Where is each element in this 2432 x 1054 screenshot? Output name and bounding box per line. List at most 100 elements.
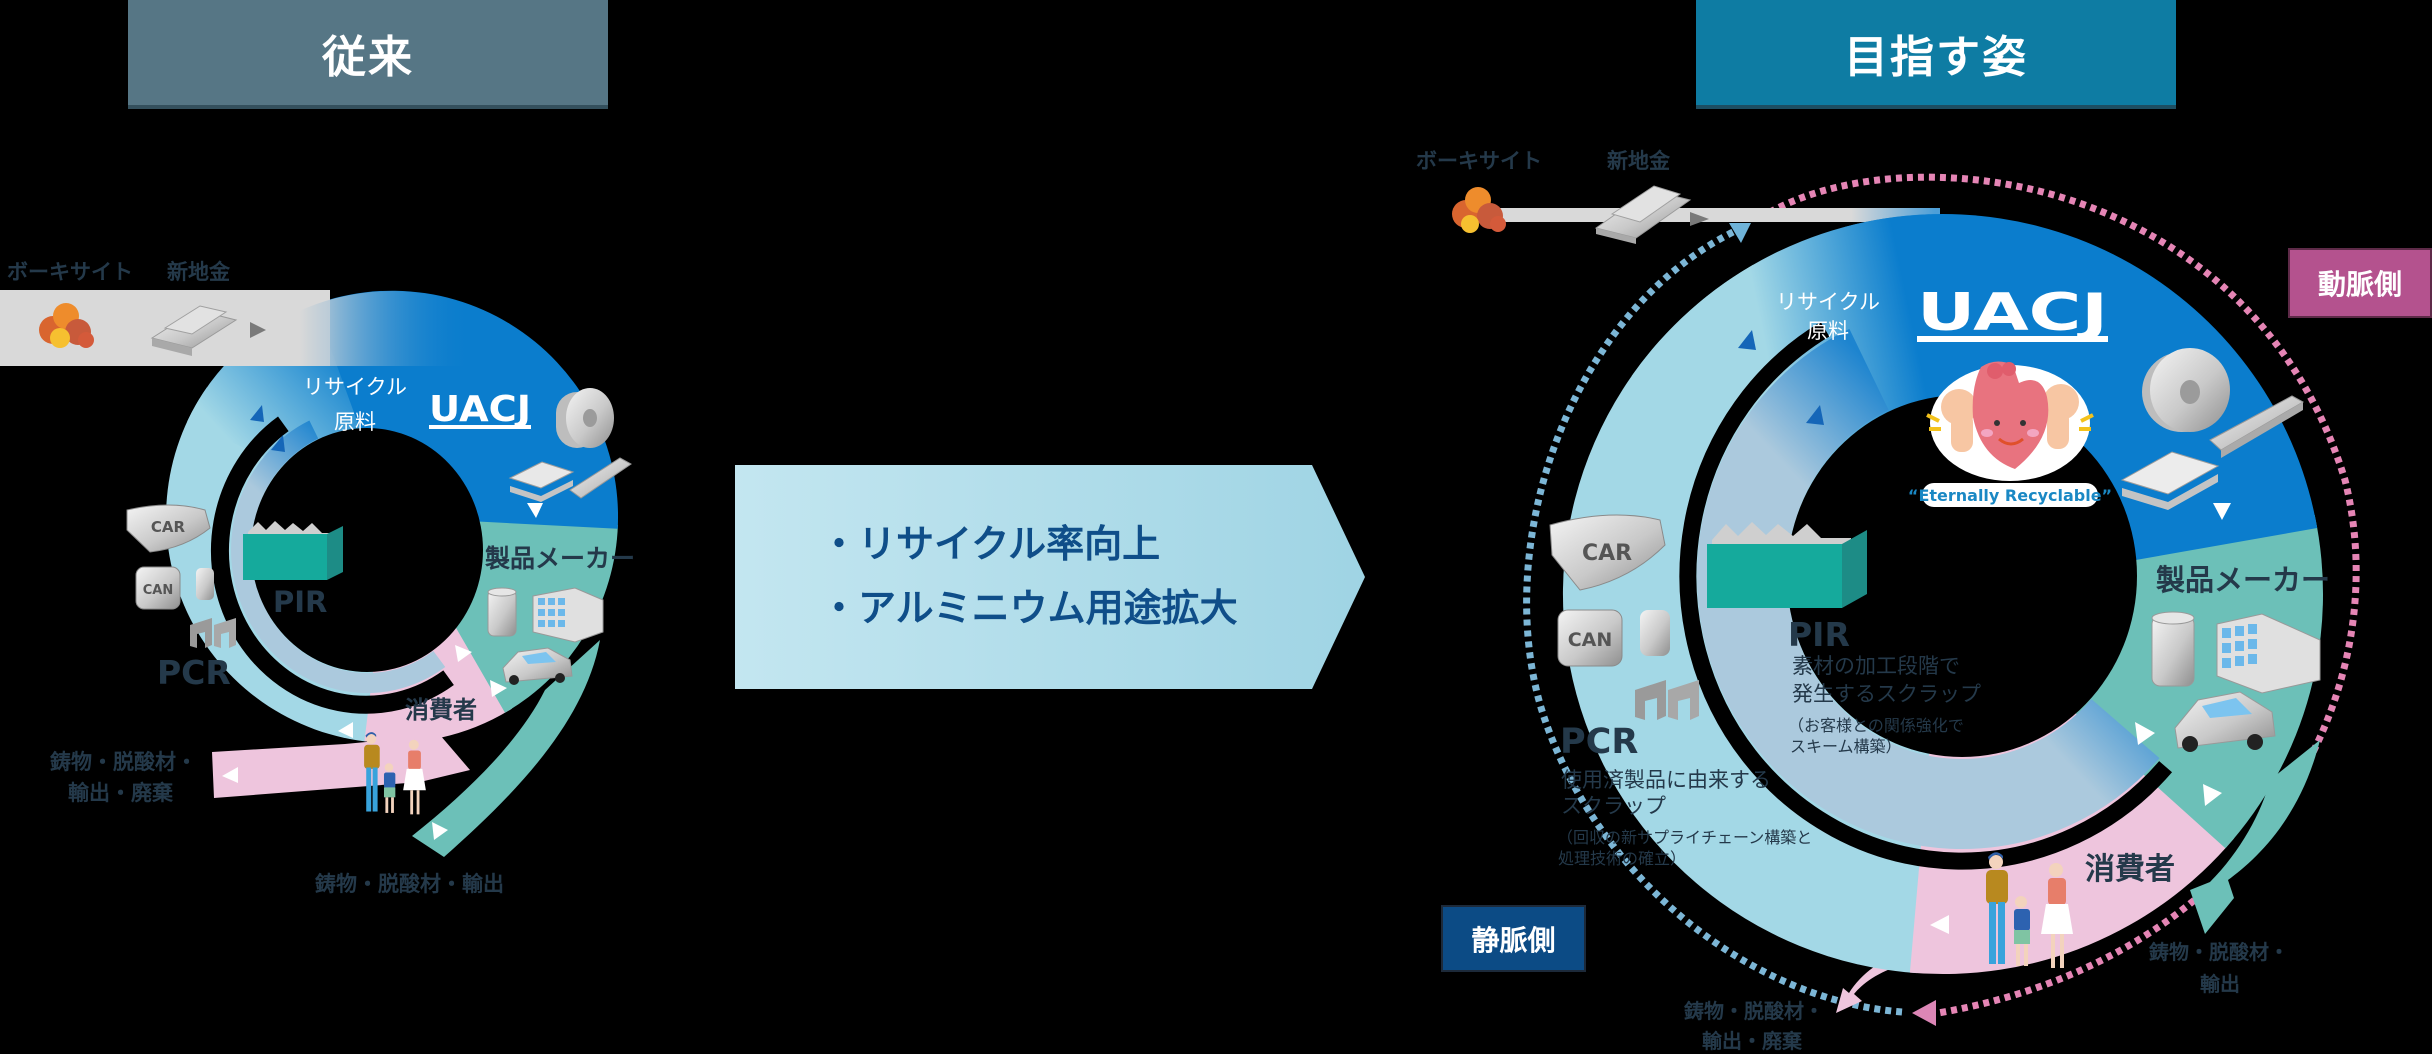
flow-arrow-icon: [455, 645, 472, 662]
flow-arrow-icon: [1806, 405, 1824, 425]
flow-arrow-icon: [490, 680, 507, 697]
ingot-icon: [1594, 185, 1692, 244]
coil-icon: [2142, 348, 2230, 432]
pcr-label: PCR: [1560, 722, 1639, 762]
flow-arrow-icon: [2203, 784, 2222, 806]
manufacturer-exit-label-line2: 輸出: [2200, 972, 2240, 996]
svg-text:UACJ: UACJ: [429, 389, 531, 430]
flow-arrow-icon: [1930, 915, 1949, 934]
consumer-label: 消費者: [405, 696, 477, 724]
recycle-label-line1: リサイクル: [1776, 290, 1880, 314]
arterial-side-badge: 動脈側: [2288, 248, 2432, 318]
new-ingot-label: 新地金: [1607, 149, 1670, 173]
pcr-note-line2: 処理技術の確立）: [1558, 849, 1687, 868]
pir-description-line2: 発生するスクラップ: [1792, 682, 1981, 706]
building-icon: [532, 587, 604, 643]
flow-arrow-icon: [338, 722, 353, 738]
transition-arrow-shape: [735, 465, 1365, 689]
sheet-stack-icon: [2120, 451, 2220, 510]
manufacturer-exit-label-line1: 鋳物・脱酸材・: [2149, 940, 2289, 964]
consumer-label: 消費者: [2085, 852, 2175, 887]
building-icon: [2216, 613, 2321, 694]
profile-scrap-icon: [1635, 680, 1699, 720]
heading-conventional: 従来: [128, 0, 608, 109]
beverage-can-icon: [2151, 611, 2195, 687]
ingot-icon: [150, 305, 238, 356]
manufacturer-exit-label: 鋳物・脱酸材・輸出: [315, 872, 504, 896]
pir-note-line1: （お客様との関係強化で: [1788, 716, 1964, 735]
consumer-exit-label-line1: 鋳物・脱酸材・: [50, 750, 197, 774]
can-icon-label: CAN: [1568, 629, 1613, 651]
pcr-label: PCR: [157, 653, 231, 692]
pir-band: [231, 420, 446, 693]
profile-bar-icon: [2209, 395, 2305, 458]
arterial-dotted-path: [1758, 173, 2360, 1017]
benefit-recycle-rate: ・リサイクル率向上: [820, 522, 1161, 566]
ring-hole: [251, 428, 483, 672]
pir-label: PIR: [273, 585, 328, 619]
mascot-caption: “Eternally Recyclable”: [1908, 483, 2112, 507]
recycle-material-label: リサイクル 原料: [1772, 292, 1884, 342]
uacj-logo: UACJ: [1917, 283, 2108, 343]
flow-arrow-icon: [250, 405, 264, 422]
flow-arrow-icon: [2135, 722, 2155, 745]
flow-arrow-icon: [527, 503, 543, 518]
flow-arrow-icon: [1738, 330, 1756, 350]
arterial-arrowhead-icon: [1912, 1000, 1936, 1026]
scrap-bin-icon: [1707, 522, 1867, 608]
bauxite-label: ボーキサイト: [7, 260, 133, 284]
flow-arrow-icon: [1729, 223, 1751, 243]
pir-band: [1697, 328, 2160, 849]
car-icon-label: CAR: [151, 518, 186, 536]
car-icon: [2174, 691, 2276, 752]
flow-arrow-icon: [432, 822, 448, 840]
pcr-description-line1: 使用済製品に由来する: [1561, 768, 1771, 792]
heart-mascot-icon: [1926, 361, 2094, 481]
bauxite-icon: [39, 303, 94, 348]
new-ingot-label: 新地金: [167, 260, 230, 284]
can-icon-label: CAN: [143, 583, 173, 598]
primary-material-line: [1470, 208, 1940, 222]
pir-gap: [1679, 321, 2173, 870]
sheet-stack-icon: [508, 461, 575, 502]
manufacturer-exit-tail: [2190, 740, 2320, 934]
uacj-logo: UACJ: [429, 389, 531, 430]
pir-note-line2: スキーム構築）: [1790, 737, 1902, 756]
family-icon: [364, 732, 426, 815]
pcr-note-line1: （回収の新サプライチェーン構築と: [1557, 828, 1813, 847]
heading-target: 目指す姿: [1696, 0, 2176, 109]
venous-dotted-path: [1523, 228, 1903, 1016]
recycle-label-line2: 原料: [334, 410, 376, 434]
family-icon: [1986, 852, 2073, 968]
benefit-expand-uses: ・アルミニウム用途拡大: [820, 586, 1238, 630]
recycle-label-line2: 原料: [1807, 319, 1849, 343]
profile-scrap-icon: [190, 618, 236, 648]
consumer-exit-label-line1: 鋳物・脱酸材・: [1684, 999, 1824, 1023]
manufacturer-exit-tail: [412, 640, 600, 857]
pir-gap: [211, 416, 454, 714]
consumer-exit-label-line2: 輸出・廃棄: [68, 781, 173, 805]
flow-arrow-icon: [2213, 503, 2231, 520]
recycle-material-label: リサイクル 原料: [300, 377, 410, 433]
right-cycle-diagram: CAR CAN: [1452, 173, 2360, 1026]
bauxite-icon: [1452, 187, 1506, 233]
left-cycle-diagram: CAR CAN: [0, 290, 632, 857]
consumer-exit-label-line2: 輸出・廃棄: [1702, 1029, 1802, 1053]
flow-arrow-icon: [222, 767, 238, 783]
coil-icon: [556, 388, 614, 448]
car-icon: [502, 647, 573, 685]
pcr-description-line2: スクラップ: [1561, 794, 1666, 818]
car-scrap-icon: CAR: [1549, 514, 1666, 591]
car-scrap-icon: CAR: [126, 504, 211, 553]
flow-arrow-icon: [1690, 212, 1709, 226]
scrap-bin-icon: [243, 521, 343, 580]
can-scrap-icon: CAN: [135, 566, 214, 610]
profile-bar-icon: [569, 457, 632, 499]
bauxite-label: ボーキサイト: [1416, 149, 1542, 173]
beverage-can-icon: [487, 587, 517, 637]
pir-description-line1: 素材の加工段階で: [1792, 654, 1960, 678]
can-scrap-icon: CAN: [1557, 609, 1670, 667]
pir-label: PIR: [1788, 615, 1850, 654]
car-icon-label: CAR: [1582, 541, 1632, 566]
